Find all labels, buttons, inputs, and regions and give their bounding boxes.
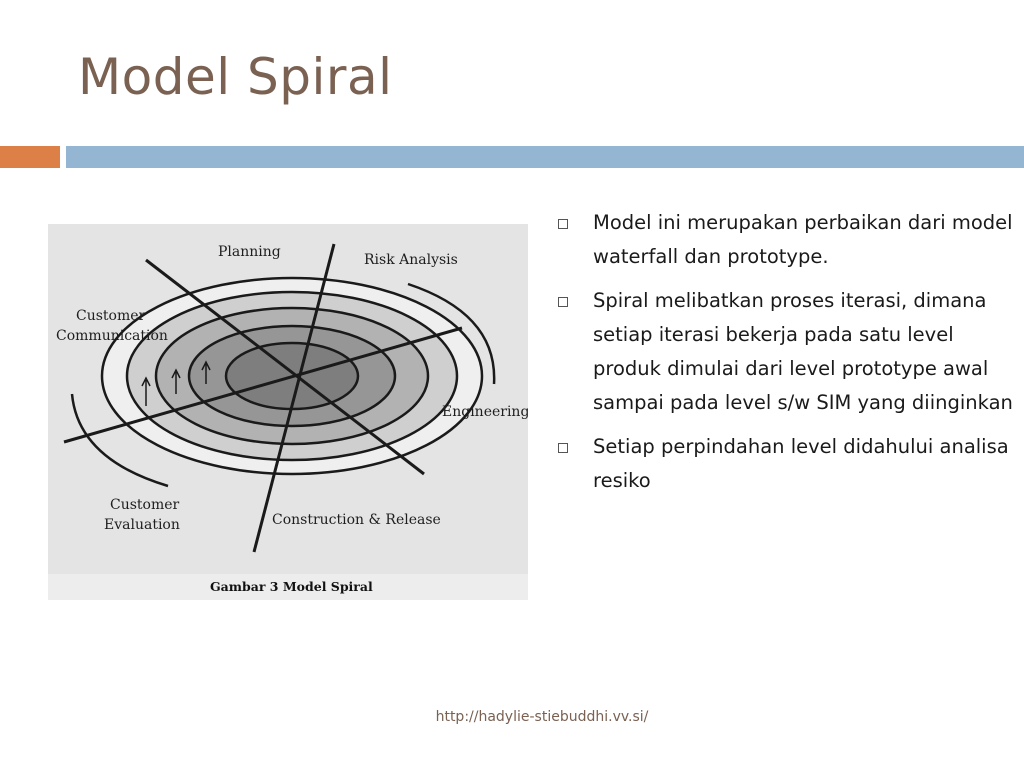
axis-line-3 bbox=[252, 243, 336, 553]
bullet-text: Setiap perpindahan level didahului anali… bbox=[593, 435, 1009, 492]
spiral-outer-arc-left bbox=[70, 393, 169, 488]
arrow-icons bbox=[141, 360, 211, 406]
footer-url[interactable]: http://hadylie-stiebuddhi.vv.si/ bbox=[435, 709, 649, 725]
label-customer-evaluation-2: Evaluation bbox=[104, 517, 180, 533]
square-bullet-icon bbox=[558, 219, 568, 229]
label-risk-analysis: Risk Analysis bbox=[364, 252, 458, 268]
label-planning: Planning bbox=[218, 244, 281, 260]
axis-line-2 bbox=[145, 258, 425, 476]
label-customer-communication-2: Communication bbox=[56, 328, 168, 344]
square-bullet-icon bbox=[558, 297, 568, 307]
square-bullet-icon bbox=[558, 443, 568, 453]
bullet-item: Model ini merupakan perbaikan dari model… bbox=[556, 206, 1016, 274]
label-customer-communication-1: Customer bbox=[76, 308, 146, 324]
footer: http://hadylie-stiebuddhi.vv.si/ bbox=[0, 709, 1024, 725]
label-customer-evaluation-1: Customer bbox=[110, 497, 180, 513]
bullet-text: Spiral melibatkan proses iterasi, dimana… bbox=[593, 289, 1013, 414]
spiral-model-figure: Planning Risk Analysis Customer Communic… bbox=[48, 224, 528, 600]
figure-caption: Gambar 3 Model Spiral bbox=[210, 579, 373, 594]
spiral-diagram: Planning Risk Analysis Customer Communic… bbox=[48, 243, 528, 600]
axis-line-1 bbox=[63, 326, 463, 444]
caption-strip bbox=[48, 574, 528, 600]
slide-title: Model Spiral bbox=[78, 48, 393, 106]
spiral-outer-arc-right bbox=[407, 282, 496, 385]
title-accent-bar-blue bbox=[66, 146, 1024, 168]
title-accent-bar-orange bbox=[0, 146, 60, 168]
bullet-list: Model ini merupakan perbaikan dari model… bbox=[556, 206, 1016, 508]
label-engineering: Engineering bbox=[442, 404, 528, 420]
label-construction-release: Construction & Release bbox=[272, 512, 441, 528]
bullet-item: Setiap perpindahan level didahului anali… bbox=[556, 430, 1016, 498]
bullet-item: Spiral melibatkan proses iterasi, dimana… bbox=[556, 284, 1016, 420]
bullet-text: Model ini merupakan perbaikan dari model… bbox=[593, 211, 1013, 268]
